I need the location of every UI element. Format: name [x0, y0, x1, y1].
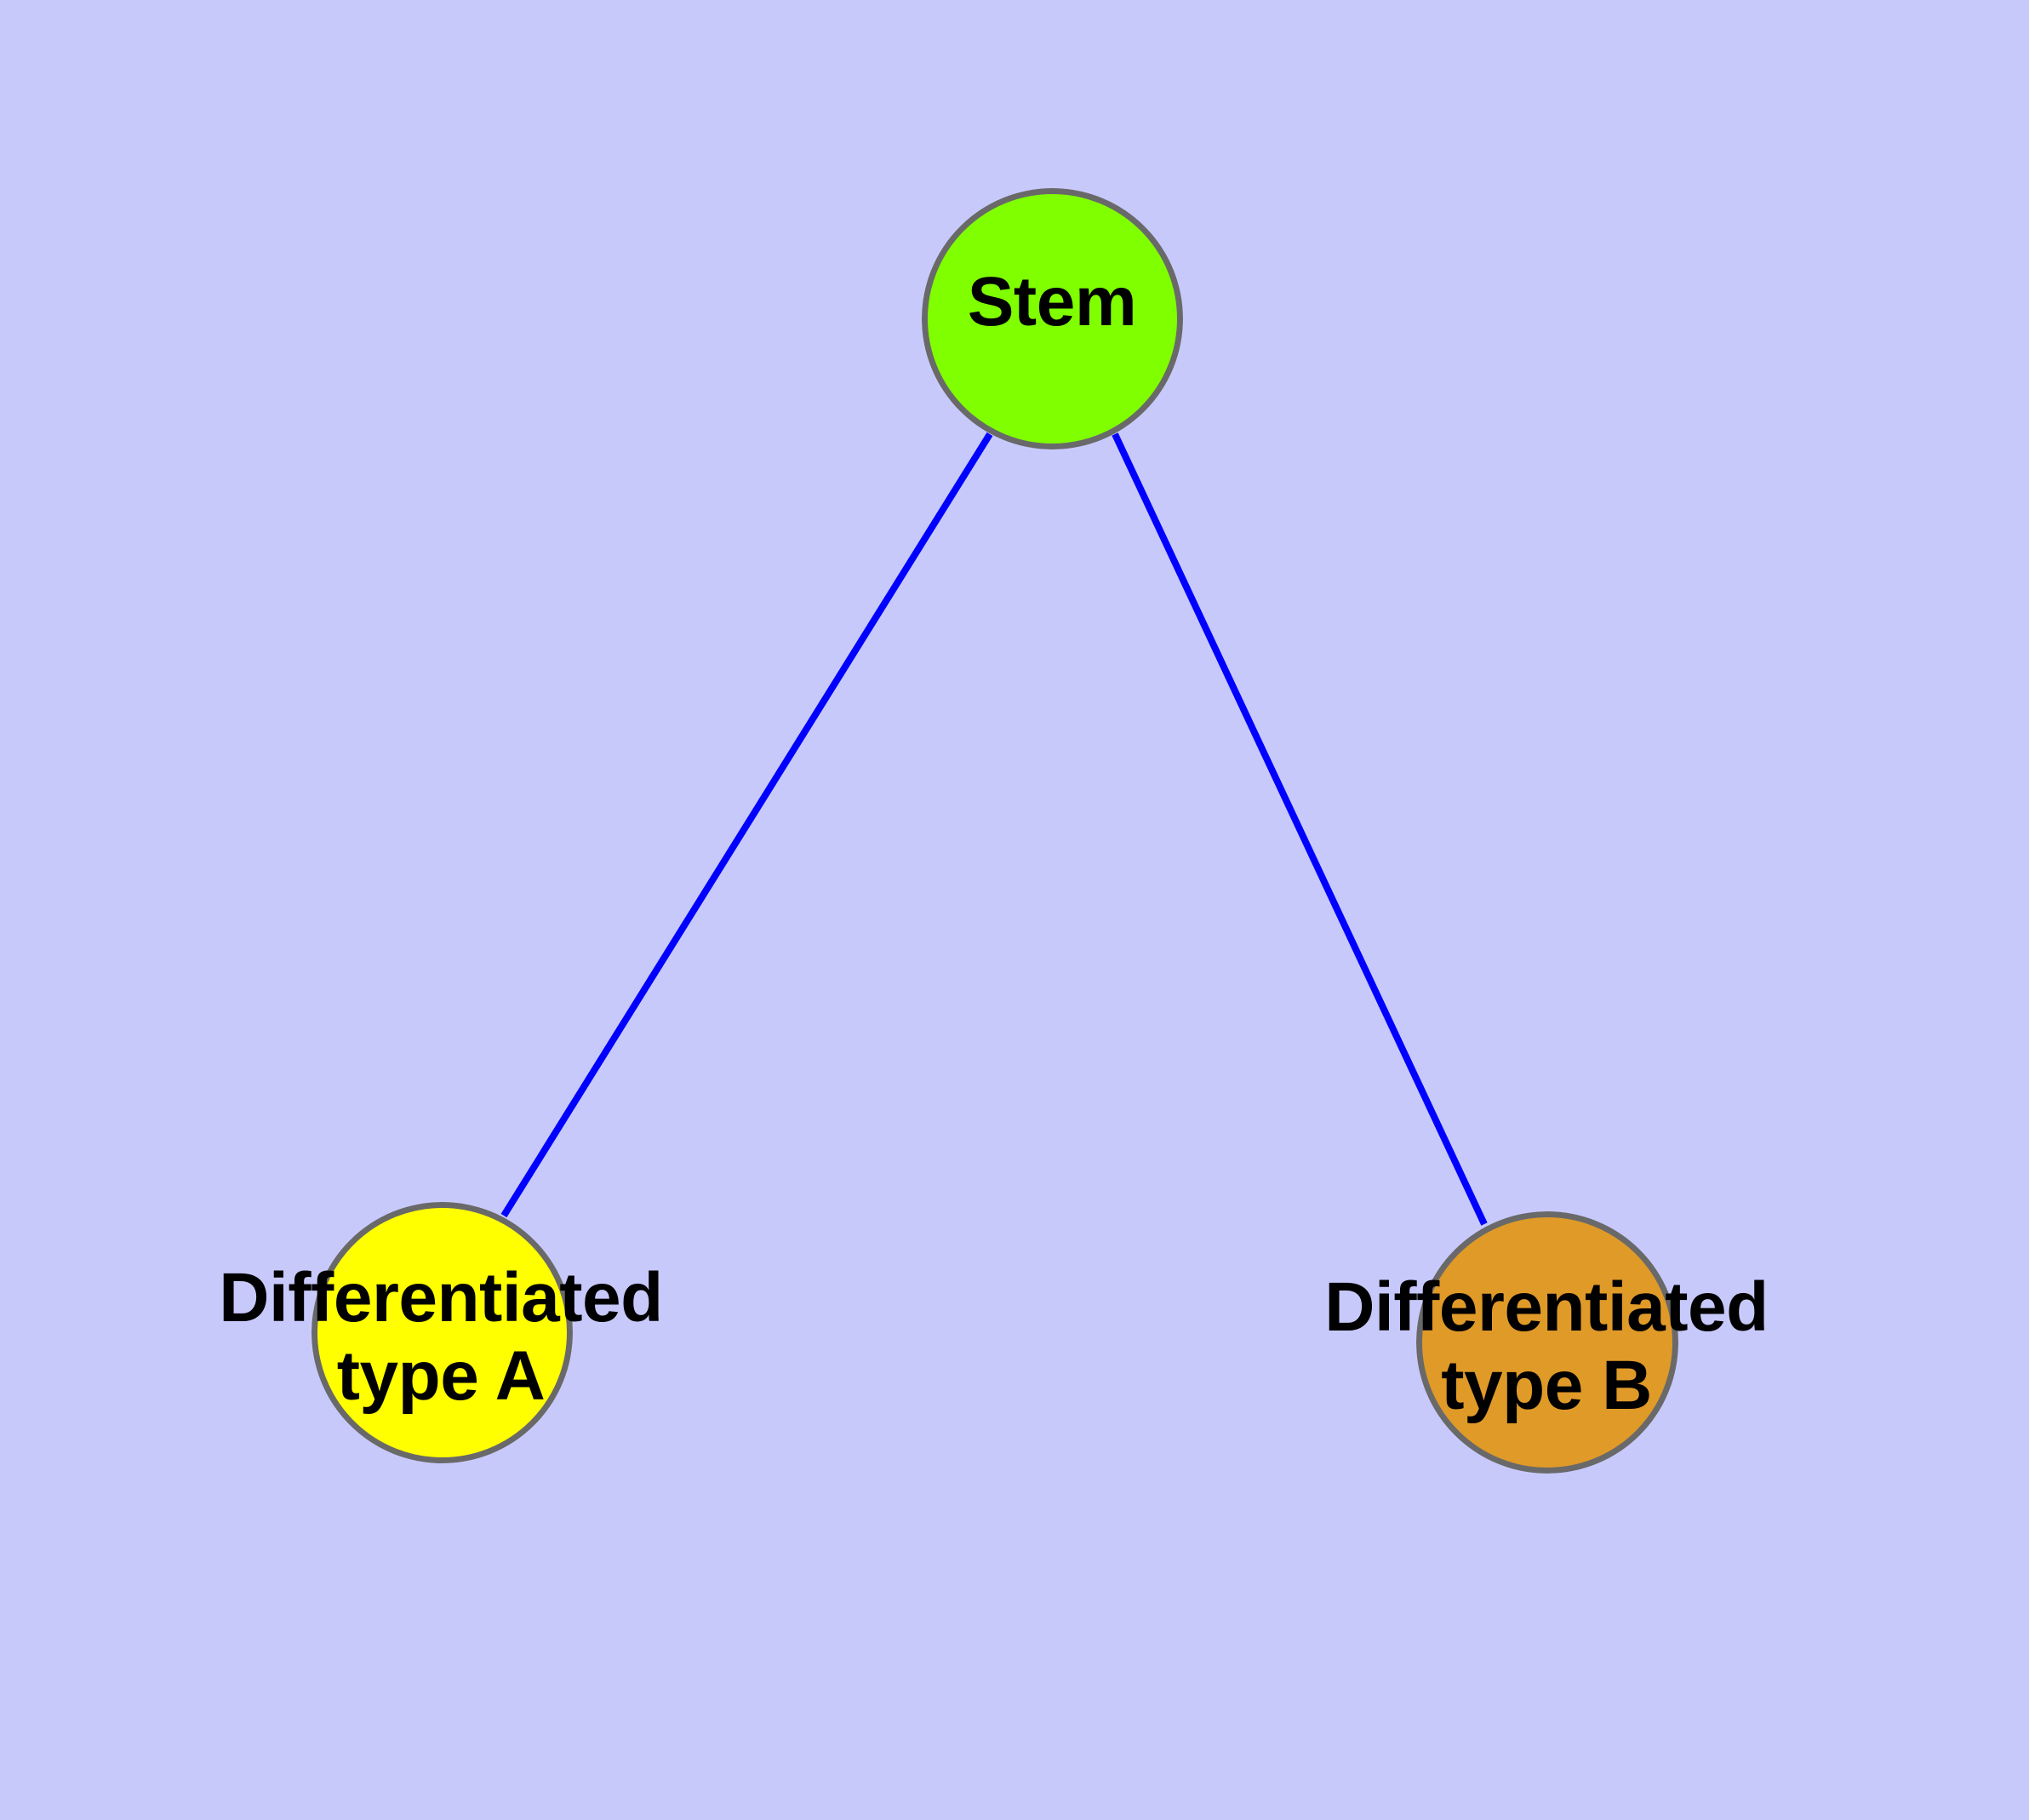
node-differentiated-type-b[interactable]: [1416, 1211, 1678, 1474]
node-label-line-1: Differentiated: [219, 1259, 663, 1336]
node-label-line-1: Differentiated: [1324, 1268, 1769, 1346]
node-differentiated-type-a[interactable]: [311, 1202, 573, 1463]
edge-stem-to-differentiated-type-b: [1112, 432, 1488, 1226]
node-label-line-2: type A: [336, 1336, 546, 1415]
node-label-line-2: type B: [1441, 1346, 1652, 1424]
node-label-stem: Stem: [967, 263, 1137, 341]
edge-stem-to-differentiated-type-a: [500, 432, 993, 1218]
node-stem[interactable]: [922, 188, 1183, 449]
